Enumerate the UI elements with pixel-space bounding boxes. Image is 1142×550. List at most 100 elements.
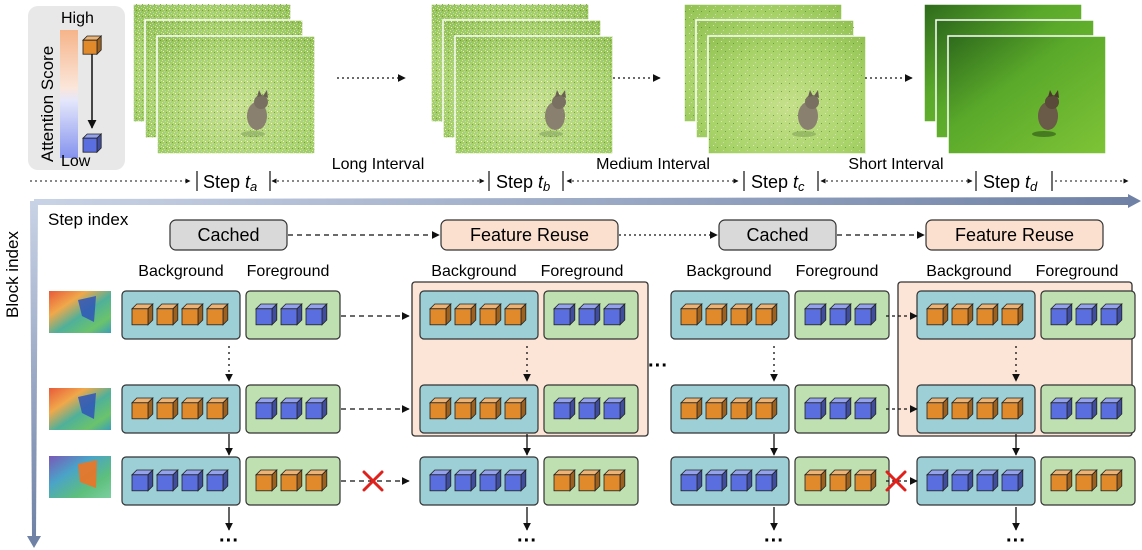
noisy-image-stack [430, 3, 614, 155]
low-score-cube-icon [479, 469, 502, 492]
high-score-cube-icon [305, 469, 328, 492]
high-score-cube-icon [255, 469, 278, 492]
cat-icon [241, 90, 268, 137]
high-score-cube-icon [603, 469, 626, 492]
high-score-cube-icon [553, 469, 576, 492]
high-score-cube-icon [680, 397, 703, 420]
noisy-image-stack [923, 3, 1107, 155]
low-score-cube-icon [755, 469, 778, 492]
high-score-cube-icon [156, 303, 179, 326]
high-score-cube-icon [504, 397, 527, 420]
step-label-c: Step tc [743, 171, 819, 194]
background-header: Background [138, 263, 223, 280]
cat-icon [792, 90, 819, 137]
low-score-cube-icon [603, 397, 626, 420]
foreground-block [543, 384, 639, 434]
low-score-cube-icon [680, 469, 703, 492]
mode-pill-feature-reuse-b: Feature Reuse [440, 219, 619, 251]
low-score-cube-icon [578, 303, 601, 326]
high-score-cube-icon [429, 397, 452, 420]
mode-pill-feature-reuse-d: Feature Reuse [925, 219, 1104, 251]
svg-text:Feature Reuse: Feature Reuse [955, 225, 1074, 245]
foreground-block [245, 384, 341, 434]
high-score-cube-icon [454, 397, 477, 420]
high-score-cube-icon [479, 303, 502, 326]
low-score-cube-icon [730, 469, 753, 492]
background-block [419, 384, 539, 434]
row-ellipsis: ··· [517, 530, 537, 550]
high-score-cube-icon [854, 469, 877, 492]
background-block [419, 456, 539, 506]
attention-map-row-3 [49, 456, 111, 498]
attention-map-row-1 [49, 291, 111, 333]
high-score-cube-icon [1001, 303, 1024, 326]
foreground-block [1040, 290, 1136, 340]
high-score-cube-icon [804, 469, 827, 492]
low-score-cube-icon [1100, 303, 1123, 326]
background-block [916, 384, 1036, 434]
high-score-cube-icon [730, 397, 753, 420]
low-score-cube-icon [854, 303, 877, 326]
high-score-cube-icon [181, 397, 204, 420]
foreground-block [245, 456, 341, 506]
foreground-block [245, 290, 341, 340]
low-score-cube-icon [705, 469, 728, 492]
svg-text:Feature Reuse: Feature Reuse [470, 225, 589, 245]
foreground-header: Foreground [247, 263, 330, 280]
low-score-cube-icon [804, 303, 827, 326]
high-score-cube-icon [479, 397, 502, 420]
low-score-cube-icon [603, 303, 626, 326]
foreground-block [794, 456, 890, 506]
background-header: Background [686, 263, 771, 280]
mode-pill-cached-c: Cached [718, 219, 837, 251]
high-score-cube-icon [280, 469, 303, 492]
legend-axis-label: Attention Score [38, 46, 57, 162]
high-score-cube-icon [680, 303, 703, 326]
background-block [670, 384, 790, 434]
skip-cross-icon [362, 470, 384, 492]
high-score-cube-icon [1001, 397, 1024, 420]
high-score-cube-icon [429, 303, 452, 326]
background-block [121, 456, 241, 506]
timeline: Long Interval Medium Interval Short Inte… [30, 156, 1129, 194]
background-block [670, 456, 790, 506]
high-score-cube-icon [976, 303, 999, 326]
low-score-cube-icon [181, 469, 204, 492]
high-score-cube-icon [976, 397, 999, 420]
low-score-cube-icon [1050, 303, 1073, 326]
low-score-cube-icon [82, 133, 103, 154]
step-index-axis-label: Step index [48, 210, 129, 229]
background-block [916, 456, 1036, 506]
low-score-cube-icon [804, 397, 827, 420]
interval-label-long: Long Interval [332, 156, 425, 173]
row-ellipsis: ··· [1006, 530, 1026, 550]
background-block [121, 384, 241, 434]
region-headers: Background Foreground Background Foregro… [138, 263, 1118, 280]
low-score-cube-icon [504, 469, 527, 492]
low-score-cube-icon [926, 469, 949, 492]
low-score-cube-icon [429, 469, 452, 492]
timestep-images [132, 3, 1107, 155]
low-score-cube-icon [951, 469, 974, 492]
low-score-cube-icon [553, 303, 576, 326]
svg-text:Step tc: Step tc [751, 172, 805, 194]
low-score-cube-icon [206, 469, 229, 492]
foreground-block [794, 384, 890, 434]
background-header: Background [926, 263, 1011, 280]
row-ellipsis: ··· [764, 530, 784, 550]
foreground-header: Foreground [1036, 263, 1119, 280]
background-block [419, 290, 539, 340]
noisy-image-stack [132, 3, 316, 155]
high-score-cube-icon [926, 303, 949, 326]
low-score-cube-icon [156, 469, 179, 492]
high-score-cube-icon [705, 303, 728, 326]
interval-label-short: Short Interval [848, 156, 943, 173]
high-score-cube-icon [755, 397, 778, 420]
column-ellipsis: ··· [648, 355, 668, 377]
mode-pill-cached-a: Cached [169, 219, 288, 251]
high-score-cube-icon [829, 469, 852, 492]
low-score-cube-icon [280, 303, 303, 326]
attention-map-row-2 [49, 388, 111, 430]
low-score-cube-icon [255, 303, 278, 326]
